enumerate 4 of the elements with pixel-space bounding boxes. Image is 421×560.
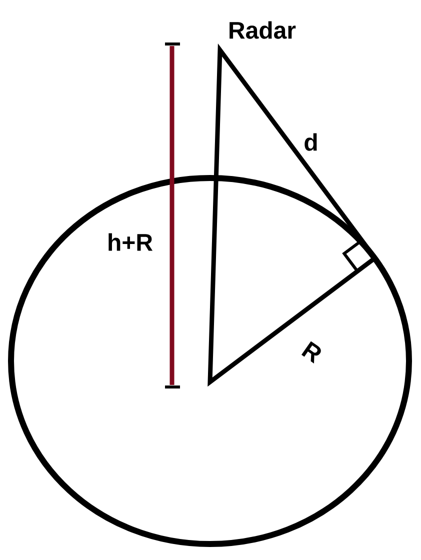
text-label: Radar xyxy=(230,21,296,39)
text-label: h+R xyxy=(108,233,153,251)
text-label: R xyxy=(301,341,321,364)
text-label: d xyxy=(304,133,317,151)
